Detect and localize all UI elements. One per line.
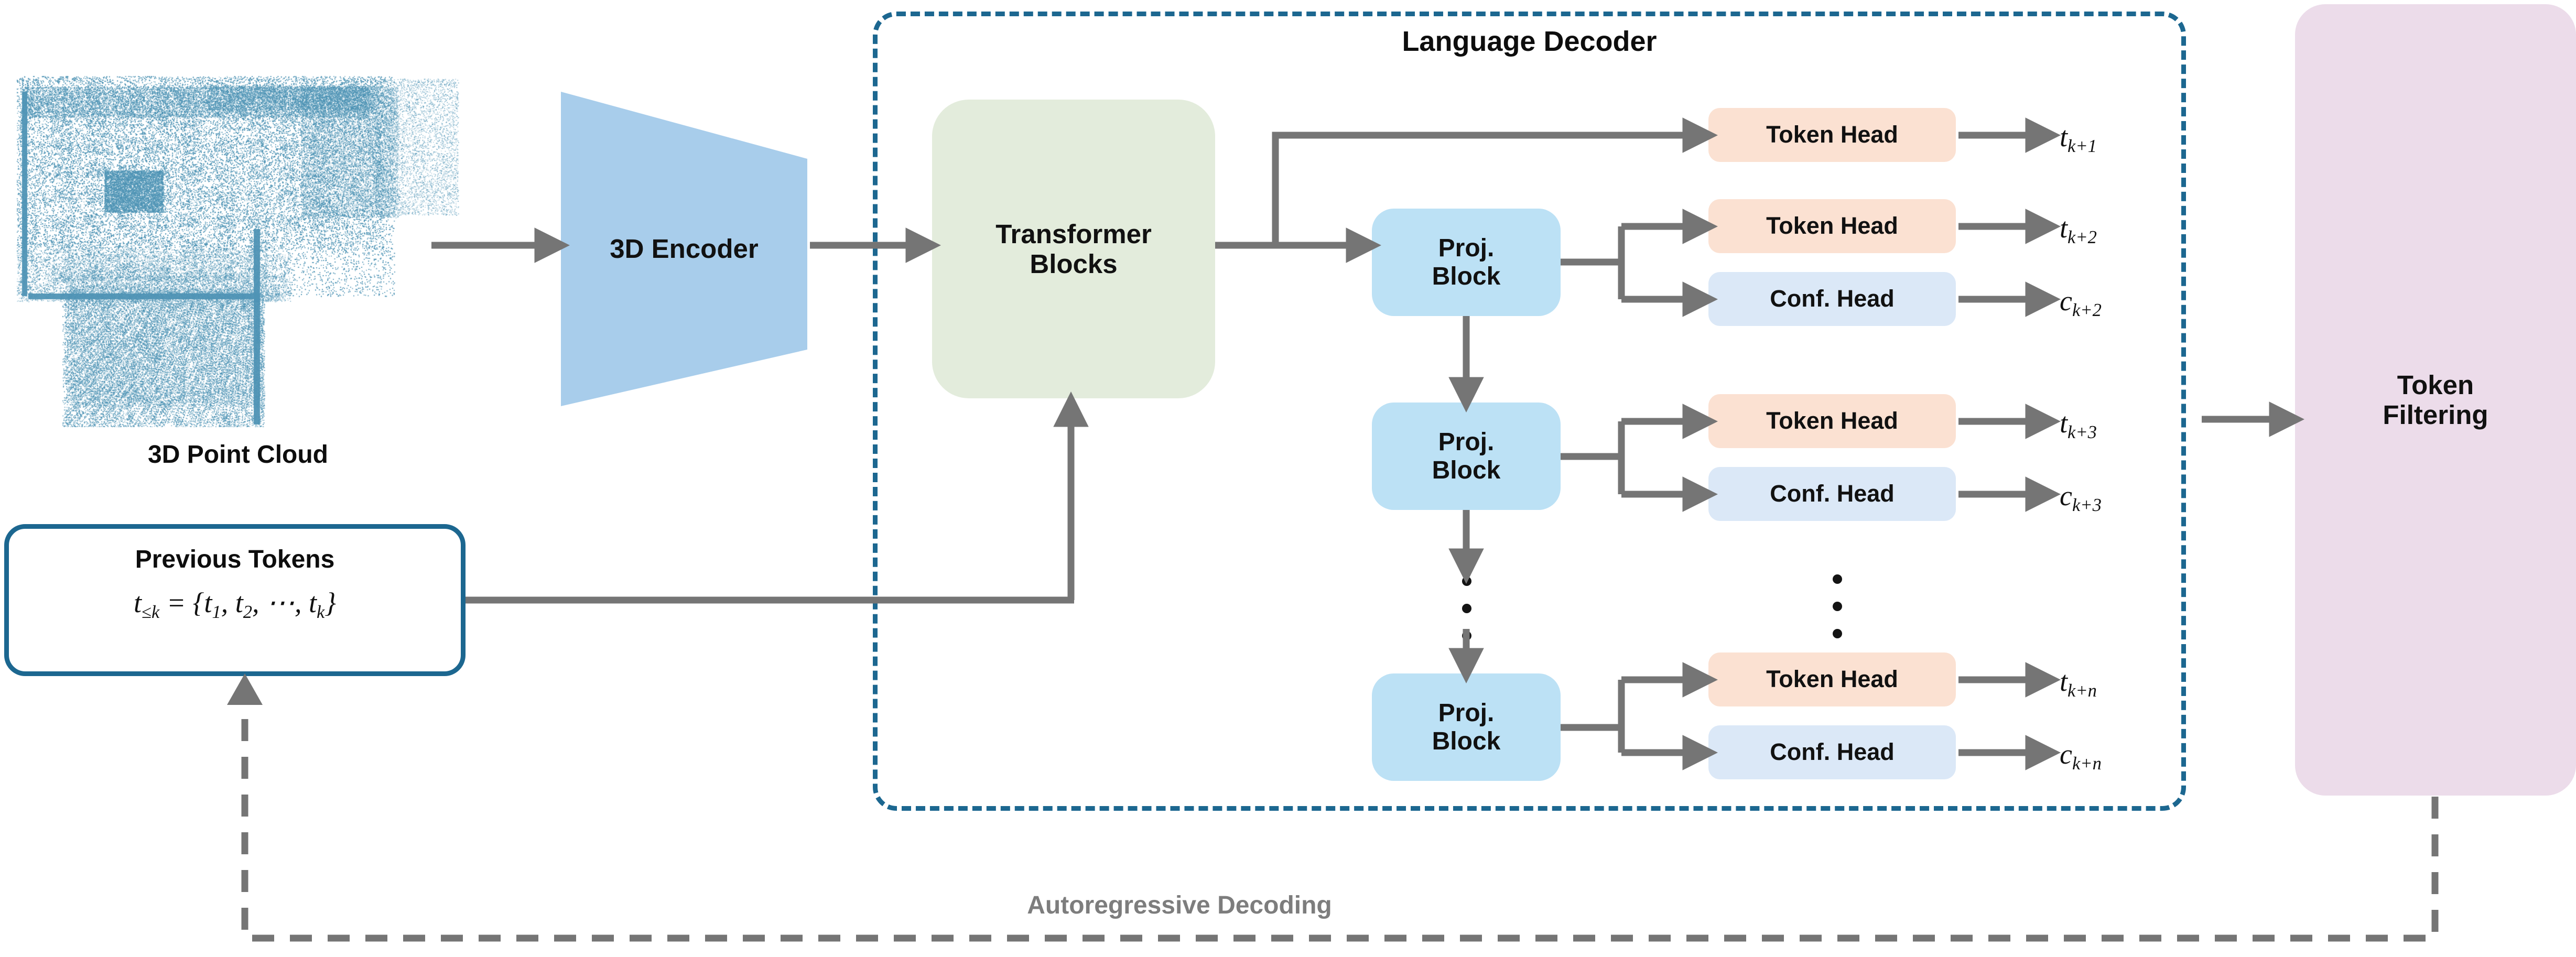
token-head-n-label: Token Head — [1766, 666, 1898, 693]
token-head-1 — [1708, 108, 1956, 162]
output-var-subscript: k+3 — [2072, 495, 2102, 516]
previous-tokens-title: Previous Tokens — [135, 546, 335, 573]
conf-head-3-label: Conf. Head — [1770, 480, 1895, 507]
language-decoder-title: Language Decoder — [1402, 26, 1657, 57]
proj-block-2 — [1372, 403, 1561, 510]
token-filtering-label: Token Filtering — [2383, 369, 2488, 430]
formula-tk: t — [308, 587, 317, 618]
formula-lhs-subscript: ≤k — [142, 602, 160, 623]
conf-head-3 — [1708, 467, 1956, 521]
conf-head-n-label: Conf. Head — [1770, 738, 1895, 766]
formula-eq: = { — [159, 587, 204, 618]
output-var-subscript: k+1 — [2068, 136, 2097, 157]
output-var-subscript: k+n — [2068, 681, 2097, 701]
formula-t2: t — [235, 587, 243, 618]
token-head-1-label: Token Head — [1766, 121, 1898, 148]
output-var-symbol: c — [2060, 738, 2072, 770]
proj-chain-ellipsis-icon — [1462, 577, 1471, 658]
autoregressive-decoding-caption: Autoregressive Decoding — [1027, 891, 1332, 919]
proj-block-1 — [1372, 209, 1561, 316]
output-var-subscript: k+3 — [2068, 422, 2097, 443]
token-head-2-label: Token Head — [1766, 212, 1898, 240]
heads-ellipsis-icon — [1833, 574, 1842, 656]
output-var-symbol: c — [2060, 480, 2072, 512]
formula-lhs: t — [134, 587, 142, 618]
formula-comma1: , — [221, 587, 235, 618]
output-var-subscript: k+n — [2072, 754, 2102, 774]
formula-close: } — [324, 587, 336, 618]
encoder-shape — [561, 92, 807, 406]
proj-block-1-label: Proj. Block — [1432, 234, 1501, 290]
proj-block-2-label: Proj. Block — [1432, 428, 1501, 484]
token-filtering-box — [2295, 4, 2576, 796]
output-var-subscript: k+2 — [2068, 227, 2097, 248]
output-var-c-kn: ck+n — [2060, 738, 2102, 774]
point-cloud-image — [7, 29, 469, 427]
output-var-symbol: t — [2060, 407, 2068, 439]
conf-head-2 — [1708, 272, 1956, 326]
output-var-t-k2: tk+2 — [2060, 212, 2097, 248]
point-cloud-caption: 3D Point Cloud — [148, 441, 328, 469]
output-var-symbol: c — [2060, 285, 2072, 317]
previous-tokens-box — [4, 524, 466, 676]
output-var-symbol: t — [2060, 666, 2068, 697]
autoregressive-feedback-arrowhead — [227, 673, 263, 705]
token-head-3 — [1708, 394, 1956, 448]
token-head-2 — [1708, 199, 1956, 253]
output-var-symbol: t — [2060, 212, 2068, 244]
formula-t1-sub: 1 — [212, 602, 221, 623]
output-var-t-k1: tk+1 — [2060, 121, 2097, 157]
formula-dots: , ⋯, — [252, 587, 309, 618]
output-var-c-k2: ck+2 — [2060, 285, 2102, 321]
token-head-3-label: Token Head — [1766, 407, 1898, 434]
proj-block-n-label: Proj. Block — [1432, 699, 1501, 755]
previous-tokens-formula: t≤k = {t1, t2, ⋯, tk} — [4, 586, 466, 623]
formula-t1: t — [204, 587, 212, 618]
transformer-blocks-label: Transformer Blocks — [995, 219, 1152, 279]
conf-head-2-label: Conf. Head — [1770, 285, 1895, 312]
output-var-t-kn: tk+n — [2060, 665, 2097, 701]
output-var-subscript: k+2 — [2072, 300, 2102, 321]
transformer-blocks — [932, 100, 1215, 398]
formula-t2-sub: 2 — [243, 602, 252, 623]
output-var-c-k3: ck+3 — [2060, 480, 2102, 516]
output-var-t-k3: tk+3 — [2060, 407, 2097, 443]
formula-tk-sub: k — [317, 602, 325, 623]
output-var-symbol: t — [2060, 121, 2068, 153]
encoder-label: 3D Encoder — [610, 234, 759, 264]
